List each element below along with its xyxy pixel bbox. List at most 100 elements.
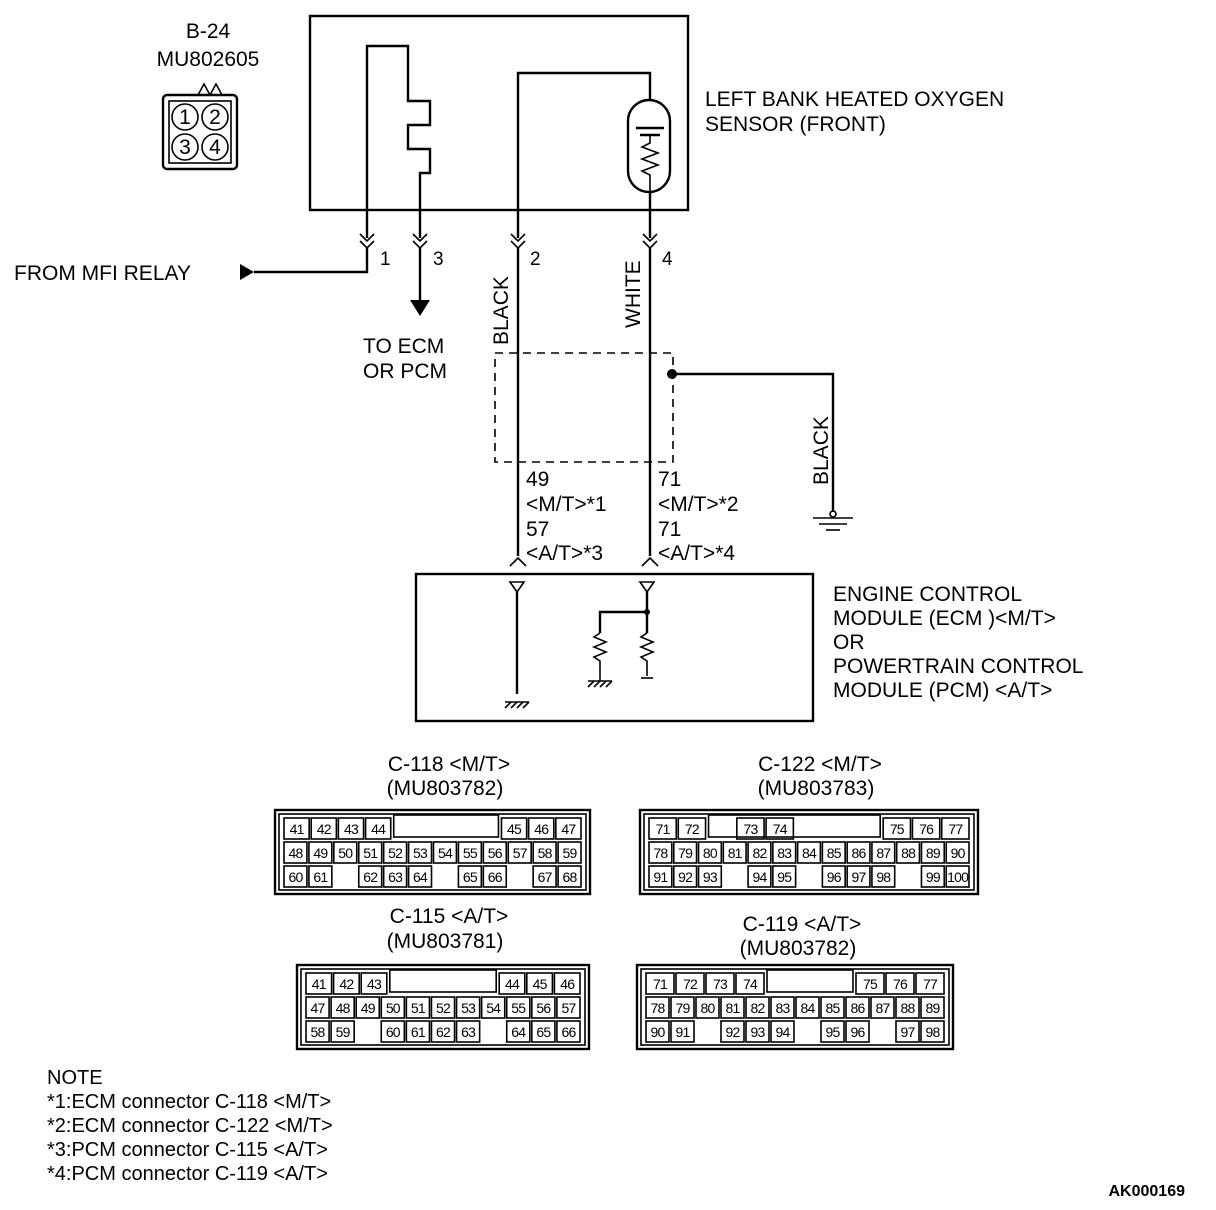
pin-cell-number: 63 — [461, 1024, 476, 1040]
connector-outline — [295, 963, 591, 1051]
pin-cell — [695, 996, 720, 1019]
pin-cell — [407, 841, 433, 864]
pin-cell-number: 95 — [777, 869, 792, 885]
pin-cell-number: 82 — [752, 845, 767, 861]
pin-cell-number: 66 — [488, 869, 503, 885]
pin-cell — [747, 841, 772, 864]
pin-cell — [670, 1020, 695, 1043]
pin-cell — [920, 841, 946, 864]
pin-cell — [357, 841, 383, 864]
pin-cell-number: 91 — [676, 1024, 691, 1040]
pin-cell — [525, 972, 554, 995]
pin-cell-number: 67 — [538, 869, 553, 885]
pin-cell-number: 93 — [703, 869, 718, 885]
pin-cell — [765, 817, 795, 840]
pin-cell-number: 55 — [463, 845, 478, 861]
figure-code: AK000169 — [1109, 1183, 1186, 1200]
pin-cell-number: 78 — [651, 1000, 666, 1016]
pin-cell — [531, 1020, 556, 1043]
pin-cell-number: 89 — [926, 845, 941, 861]
pin-cell-number: 71 — [653, 976, 668, 992]
pin-cell-number: 57 — [561, 1000, 576, 1016]
ecm-label-line1: ENGINE CONTROL — [833, 583, 1022, 606]
from-mfi-relay-label: FROM MFI RELAY — [14, 262, 191, 285]
connector-key-slot — [707, 814, 881, 838]
connector-title: C-115 <A/T> — [390, 905, 509, 928]
pin-cell — [882, 817, 912, 840]
wire-color-white: WHITE — [622, 260, 645, 328]
pin-cell-number: 51 — [411, 1000, 426, 1016]
pin-label: 1 — [179, 106, 191, 129]
pin-cell — [648, 865, 673, 888]
pin-cell — [821, 841, 846, 864]
pin-cell — [920, 1020, 945, 1043]
pin-cell — [555, 817, 582, 840]
pin-cell — [480, 996, 506, 1019]
connector-part: (MU803783) — [758, 777, 875, 800]
pin-cell — [945, 841, 970, 864]
pin-cell-number: 50 — [338, 845, 353, 861]
pin-cell-number: 73 — [713, 976, 728, 992]
sensor-connector-id: B-24 — [186, 20, 231, 43]
pin-cell — [648, 841, 673, 864]
pin-cell — [770, 1020, 795, 1043]
pin-cell — [911, 817, 941, 840]
pin-cell-number: 41 — [312, 976, 327, 992]
pin-cell — [720, 1020, 745, 1043]
pin-cell-number: 45 — [533, 976, 548, 992]
pin-cell-number: 99 — [926, 869, 941, 885]
pin-cell-number: 53 — [461, 1000, 476, 1016]
oxygen-sensor-box — [308, 14, 690, 212]
pin-cell — [505, 996, 531, 1019]
pin-cell — [333, 841, 358, 864]
pin-cell — [557, 841, 582, 864]
pin-cell-number: 76 — [919, 821, 934, 837]
pin-cell — [645, 1020, 670, 1043]
pin-cell-number: 50 — [386, 1000, 401, 1016]
pin-cell-number: 88 — [901, 1000, 916, 1016]
pin-cell-number: 96 — [827, 869, 842, 885]
to-ecm-label-line1: TO ECM — [363, 335, 444, 358]
relay-wire — [254, 248, 369, 274]
terminal-marks — [509, 556, 659, 567]
terminal-label: <A/T>*3 — [526, 542, 603, 565]
pin-cell — [557, 865, 582, 888]
pin-cell — [895, 996, 920, 1019]
terminal-label: <M/T>*1 — [526, 493, 607, 516]
pin-cell-number: 85 — [826, 1000, 841, 1016]
pin-cell — [482, 865, 508, 888]
pin-cell — [553, 972, 581, 995]
pin-cell — [770, 996, 795, 1019]
pin-cell — [498, 972, 526, 995]
pin-cell-number: 58 — [311, 1024, 326, 1040]
down-arrow-icon — [410, 300, 430, 316]
sensor-label-line2: SENSOR (FRONT) — [705, 113, 886, 136]
pin-cell — [795, 996, 820, 1019]
pin-cell — [457, 865, 483, 888]
pin-cell-number: 42 — [317, 821, 332, 837]
pin-cell-number: 43 — [367, 976, 382, 992]
pin-cell-number: 52 — [388, 845, 403, 861]
sensor-element — [516, 71, 672, 238]
terminal-label: 71 — [658, 518, 681, 541]
pin-cell — [915, 972, 945, 995]
pin-cell-number: 98 — [876, 869, 891, 885]
pin-cell — [672, 865, 698, 888]
pin-cell-number: 64 — [511, 1024, 526, 1040]
pin-cell-number: 80 — [701, 1000, 716, 1016]
shield-ground-wire — [672, 372, 835, 512]
terminal-label: 71 — [658, 468, 681, 491]
pin-cell — [772, 841, 797, 864]
pin-cell — [308, 865, 333, 888]
pin-cell — [820, 996, 845, 1019]
pin-cell-number: 43 — [344, 821, 359, 837]
pin-cell-number: 74 — [743, 976, 758, 992]
pin-cell — [283, 841, 308, 864]
pin-cell — [697, 841, 723, 864]
pin-cell-number: 83 — [776, 1000, 791, 1016]
connector-title: C-118 <M/T> — [388, 753, 510, 776]
pin-cell-number: 59 — [563, 845, 578, 861]
pin-cell — [697, 865, 723, 888]
pin-number: 3 — [433, 249, 444, 270]
